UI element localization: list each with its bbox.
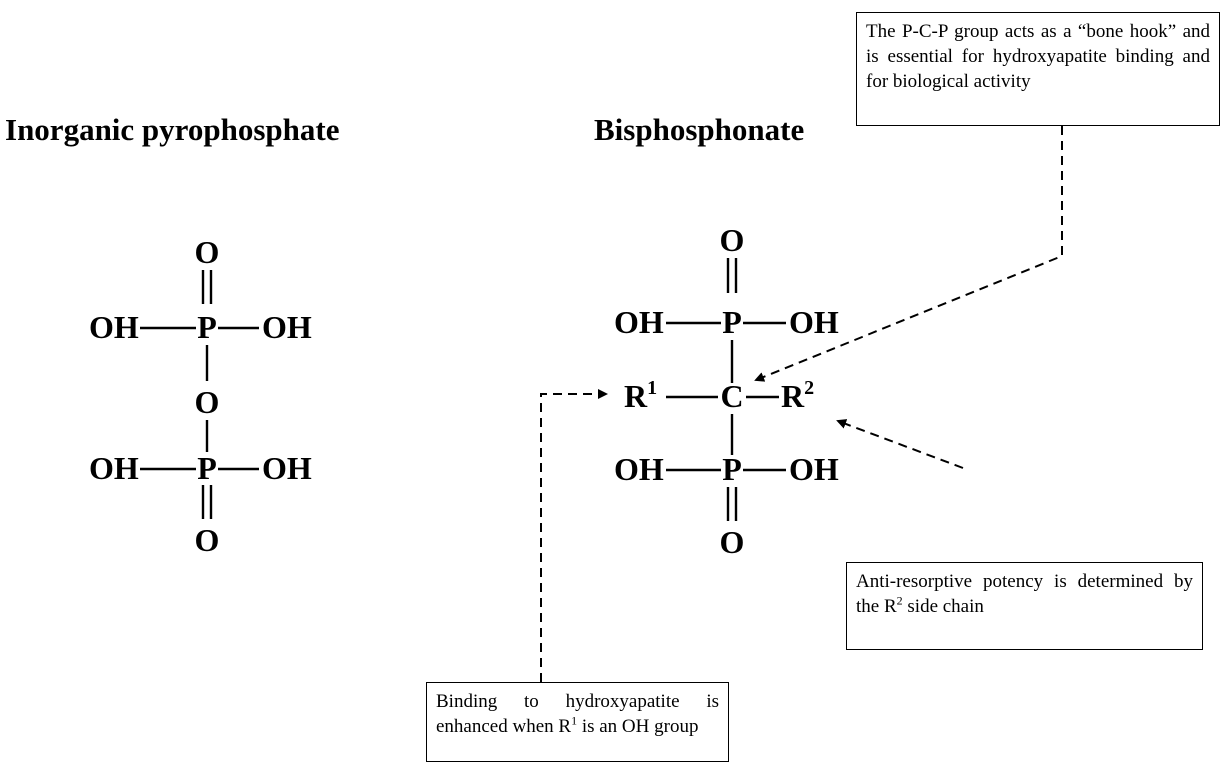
r1-callout-arrow (540, 389, 608, 682)
bis-r2-base: R (781, 378, 805, 414)
pcp-annotation-text: The P-C-P group acts as a “bone hook” an… (866, 21, 1210, 92)
pyro-top-oxygen: O (195, 234, 220, 270)
pyro-lower-right-oh: OH (262, 450, 312, 486)
bis-lower-left-oh: OH (614, 451, 664, 487)
r1-annotation-box: Binding to hydroxyapatite is enhanced wh… (426, 682, 729, 762)
bis-top-oxygen: O (720, 222, 745, 258)
bis-central-carbon: C (720, 378, 743, 414)
pyrophosphate-heading: Inorganic pyrophosphate (5, 112, 339, 147)
r1-annotation-text-end: is an OH group (577, 716, 699, 737)
pyro-upper-phosphorus: P (197, 309, 217, 345)
pyro-upper-right-oh: OH (262, 309, 312, 345)
bis-lower-phosphorus: P (722, 451, 742, 487)
r1-annotation-text-start: Binding to hydroxyapatite is enhanced wh… (436, 691, 719, 737)
pyro-bottom-oxygen: O (195, 522, 220, 558)
pyro-upper-left-oh: OH (89, 309, 139, 345)
pyro-lower-left-oh: OH (89, 450, 139, 486)
pyrophosphate-structure: O OH P OH O OH P OH O (89, 234, 312, 558)
bis-upper-right-oh: OH (789, 304, 839, 340)
bis-upper-phosphorus: P (722, 304, 742, 340)
r2-annotation-box: Anti-resorptive potency is determined by… (846, 562, 1203, 650)
bis-r2-group: R2 (781, 377, 814, 414)
bisphosphonate-heading: Bisphosphonate (594, 112, 804, 147)
bis-r1-group: R1 (624, 377, 657, 414)
r1-annotation-superscript: 1 (571, 713, 578, 728)
pcp-annotation-box: The P-C-P group acts as a “bone hook” an… (856, 12, 1220, 126)
r2-annotation-text-start: Anti-resorptive potency is determined by… (856, 571, 1193, 617)
bis-lower-right-oh: OH (789, 451, 839, 487)
r2-annotation-text-end: side chain (902, 596, 984, 617)
bis-r2-superscript: 2 (804, 377, 814, 399)
r2-callout-arrow (836, 419, 964, 469)
pcp-callout-arrow (754, 126, 1063, 382)
bisphosphonate-structure: O OH P OH R1 C R2 OH P OH O (614, 222, 839, 560)
bis-r1-base: R (624, 378, 648, 414)
bis-bottom-oxygen: O (720, 524, 745, 560)
bis-r1-superscript: 1 (647, 377, 657, 399)
pyro-lower-phosphorus: P (197, 450, 217, 486)
r2-annotation-superscript: 2 (896, 593, 903, 608)
bis-upper-left-oh: OH (614, 304, 664, 340)
pyro-bridging-oxygen: O (195, 384, 220, 420)
